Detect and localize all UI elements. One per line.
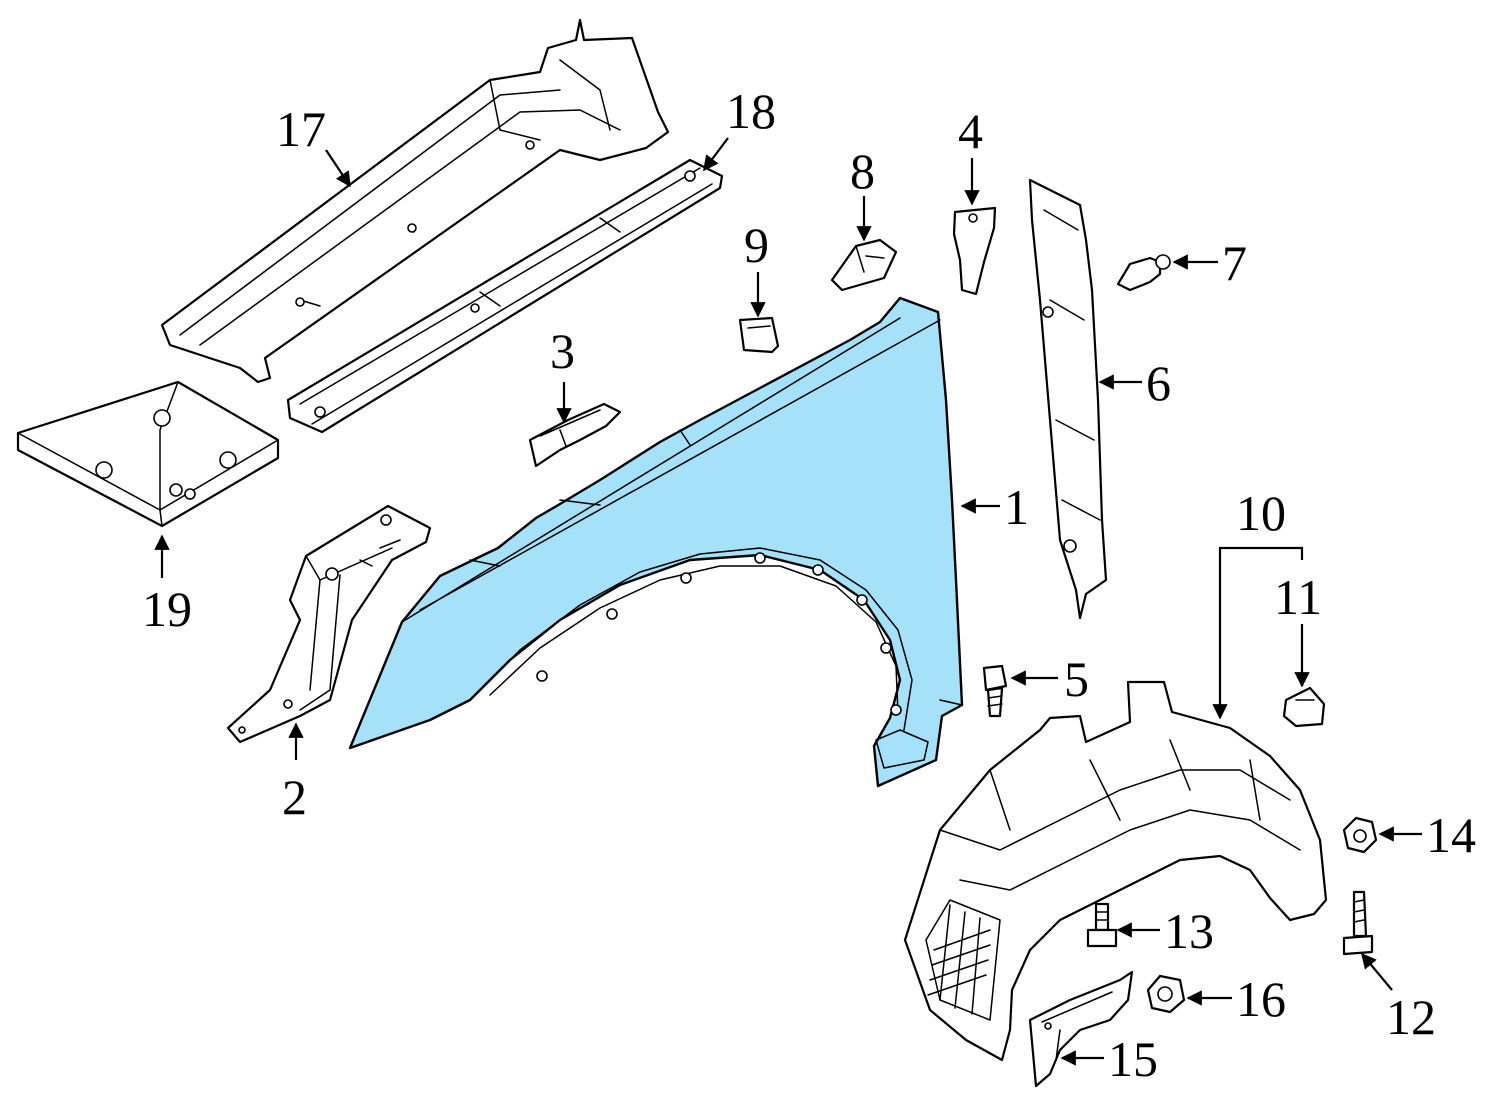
part-3-bracket (528, 402, 622, 468)
callout-19: 19 (142, 581, 192, 637)
callout-5: 5 (1064, 651, 1089, 707)
callout-1: 1 (1004, 479, 1029, 535)
callout-18: 18 (726, 83, 776, 139)
callout-6: 6 (1146, 355, 1171, 411)
callout-14: 14 (1426, 807, 1476, 863)
part-11-clip (1282, 686, 1326, 728)
callout-16: 16 (1236, 971, 1286, 1027)
callout-labels: 1 2 3 4 5 6 7 8 9 10 11 12 13 14 15 16 1… (142, 83, 1476, 1087)
part-14-nut (1342, 816, 1378, 854)
callout-12: 12 (1386, 989, 1436, 1045)
part-10-liner (903, 680, 1328, 1062)
callout-4: 4 (958, 103, 983, 159)
part-18-rail (286, 158, 724, 434)
part-1-fender (348, 296, 964, 788)
part-17-cowl-panel (160, 18, 670, 384)
part-19-plate (16, 380, 280, 528)
part-7-push-pin (1116, 254, 1171, 292)
part-2-bracket (226, 504, 432, 744)
leader-17 (325, 149, 351, 188)
part-16-nut (1146, 974, 1186, 1014)
part-5-bolt (982, 664, 1008, 718)
callout-11: 11 (1274, 569, 1322, 625)
callout-2: 2 (282, 769, 307, 825)
callout-8: 8 (850, 143, 875, 199)
leader-12 (1361, 952, 1393, 991)
part-4-bracket (952, 206, 997, 296)
part-6-seal (1028, 178, 1108, 620)
leader-18 (703, 137, 729, 172)
part-8-bracket (830, 238, 898, 292)
callout-15: 15 (1108, 1031, 1158, 1087)
leader-10 (1212, 546, 1304, 720)
callout-10: 10 (1236, 485, 1286, 541)
callout-7: 7 (1222, 235, 1247, 291)
leader-lines (154, 137, 1422, 1066)
callout-9: 9 (744, 217, 769, 273)
part-13-screw (1086, 902, 1118, 948)
callout-17: 17 (276, 101, 326, 157)
callout-13: 13 (1164, 903, 1214, 959)
callout-3: 3 (550, 323, 575, 379)
part-15-bracket (1028, 970, 1134, 1088)
part-9-clip (738, 316, 780, 354)
part-12-screw (1342, 890, 1374, 956)
